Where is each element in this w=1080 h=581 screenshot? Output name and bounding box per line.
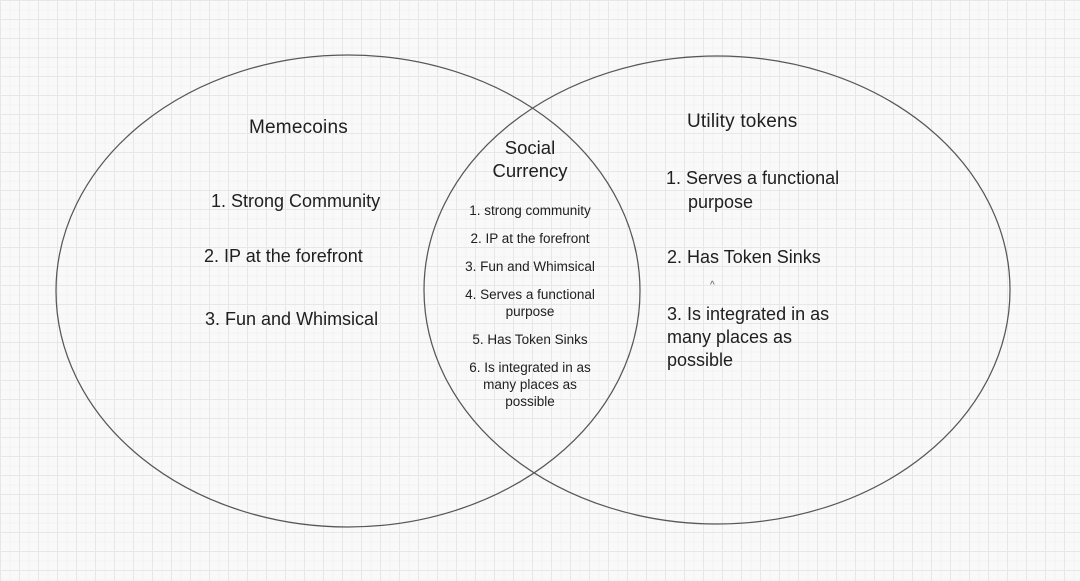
right-list-item: 3. Is integrated in as many places as po…	[667, 304, 830, 370]
right-list-item: 1. Serves a functional purpose	[666, 168, 840, 212]
intersection-title: Social Currency	[492, 137, 568, 181]
intersection-list-item: 6. Is integrated in as many places as po…	[469, 360, 591, 409]
intersection-list-item: 1. strong community	[469, 203, 591, 218]
intersection-list-item: 4. Serves a functional purpose	[465, 287, 595, 319]
left-circle-outline	[55, 54, 641, 528]
left-list-item: 3. Fun and Whimsical	[205, 309, 379, 329]
left-circle-title: Memecoins	[249, 117, 348, 138]
right-circle-title: Utility tokens	[687, 111, 798, 132]
left-list-item: 2. IP at the forefront	[204, 246, 363, 266]
right-list-item: 2. Has Token Sinks	[667, 247, 821, 267]
right-circle-outline	[423, 55, 1011, 525]
left-list-item: 1. Strong Community	[211, 191, 381, 211]
stray-caret-mark: ^	[710, 280, 715, 291]
intersection-list-item: 2. IP at the forefront	[470, 231, 590, 246]
intersection-list-item: 3. Fun and Whimsical	[465, 259, 595, 274]
intersection-list-item: 5. Has Token Sinks	[472, 332, 588, 347]
intersection-list: 1. strong community 2. IP at the forefro…	[442, 202, 618, 421]
